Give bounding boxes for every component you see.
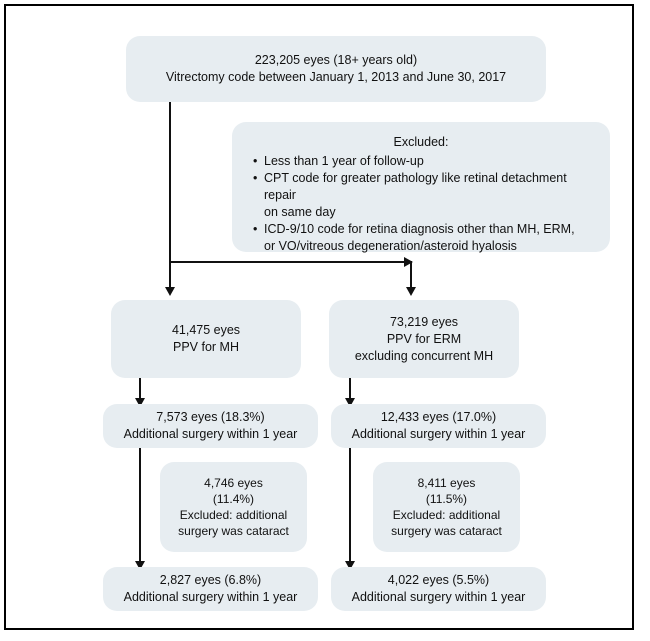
node-mh-cataract-excluded-line4: surgery was cataract <box>178 524 289 538</box>
connector-right-drop <box>410 261 412 289</box>
node-erm-cohort: 73,219 eyes PPV for ERM excluding concur… <box>329 300 519 378</box>
node-excluded: Excluded: Less than 1 year of follow-up … <box>232 122 610 255</box>
node-excluded-header: Excluded: <box>393 135 449 149</box>
node-mh-cataract-excluded-line1: 4,746 eyes <box>204 476 263 490</box>
node-excluded-list: Less than 1 year of follow-up CPT code f… <box>248 153 594 255</box>
node-mh-final-line1: 2,827 eyes (6.8%) <box>159 573 262 587</box>
list-item: Less than 1 year of follow-up <box>253 153 594 170</box>
connector-mh-cohort-to-surgery-arrow <box>135 398 145 407</box>
node-erm-cohort-line1: 73,219 eyes <box>389 314 459 329</box>
node-erm-surgery: 12,433 eyes (17.0%) Additional surgery w… <box>331 404 546 448</box>
node-excluded-item1-l2: on same day <box>264 205 336 219</box>
node-erm-final-line2: Additional surgery within 1 year <box>351 590 526 604</box>
node-erm-cataract-excluded-line2: (11.5%) <box>425 492 468 506</box>
connector-mh-surgery-to-final <box>139 448 141 567</box>
connector-left-drop-arrow <box>165 287 175 296</box>
connector-branch-horizontal <box>169 261 412 263</box>
node-excluded-item0-l1: Less than 1 year of follow-up <box>264 154 424 168</box>
node-mh-final-line2: Additional surgery within 1 year <box>123 590 298 604</box>
node-mh-cataract-excluded-line2: (11.4%) <box>212 492 255 506</box>
node-erm-surgery-line2: Additional surgery within 1 year <box>351 427 526 441</box>
node-cohort-line2: Vitrectomy code between January 1, 2013 … <box>165 70 507 84</box>
connector-erm-surgery-to-final-arrow <box>345 561 355 570</box>
list-item: CPT code for greater pathology like reti… <box>253 170 594 221</box>
connector-mh-surgery-to-final-arrow <box>135 561 145 570</box>
node-erm-cataract-excluded-line1: 8,411 eyes <box>417 476 476 490</box>
connector-erm-surgery-to-final <box>349 448 351 567</box>
node-cohort: 223,205 eyes (18+ years old) Vitrectomy … <box>126 36 546 102</box>
node-erm-final: 4,022 eyes (5.5%) Additional surgery wit… <box>331 567 546 611</box>
connector-erm-cohort-to-surgery <box>349 378 351 404</box>
connector-branch-arrow-right <box>404 257 413 267</box>
connector-erm-cohort-to-surgery-arrow <box>345 398 355 407</box>
node-cohort-line1: 223,205 eyes (18+ years old) <box>254 53 418 67</box>
node-erm-cataract-excluded: 8,411 eyes (11.5%) Excluded: additional … <box>373 462 520 552</box>
node-mh-cataract-excluded-line3: Excluded: additional <box>179 508 288 522</box>
node-excluded-item2-l2: or VO/vitreous degeneration/asteroid hya… <box>264 239 517 253</box>
node-erm-final-line1: 4,022 eyes (5.5%) <box>387 573 490 587</box>
node-mh-cohort-line2: PPV for MH <box>173 340 239 354</box>
node-mh-cohort: 41,475 eyes PPV for MH <box>111 300 301 378</box>
node-excluded-item2-l1: ICD-9/10 code for retina diagnosis other… <box>264 222 575 236</box>
node-excluded-item1-l1: CPT code for greater pathology like reti… <box>264 171 567 202</box>
node-erm-cohort-line2: PPV for ERM <box>386 331 462 346</box>
connector-right-drop-arrow <box>406 287 416 296</box>
connector-trunk-vertical <box>169 102 171 262</box>
node-erm-surgery-line1: 12,433 eyes (17.0%) <box>380 410 497 424</box>
connector-mh-cohort-to-surgery <box>139 378 141 404</box>
node-erm-cataract-excluded-line3: Excluded: additional <box>392 508 501 522</box>
node-mh-cataract-excluded: 4,746 eyes (11.4%) Excluded: additional … <box>160 462 307 552</box>
node-mh-cohort-line1: 41,475 eyes <box>171 323 241 337</box>
list-item: ICD-9/10 code for retina diagnosis other… <box>253 221 594 255</box>
node-mh-surgery: 7,573 eyes (18.3%) Additional surgery wi… <box>103 404 318 448</box>
node-erm-cohort-line3: excluding concurrent MH <box>354 348 494 363</box>
connector-left-drop <box>169 261 171 289</box>
node-mh-final: 2,827 eyes (6.8%) Additional surgery wit… <box>103 567 318 611</box>
node-mh-surgery-line1: 7,573 eyes (18.3%) <box>156 410 265 424</box>
node-erm-cataract-excluded-line4: surgery was cataract <box>391 524 502 538</box>
node-mh-surgery-line2: Additional surgery within 1 year <box>123 427 298 441</box>
